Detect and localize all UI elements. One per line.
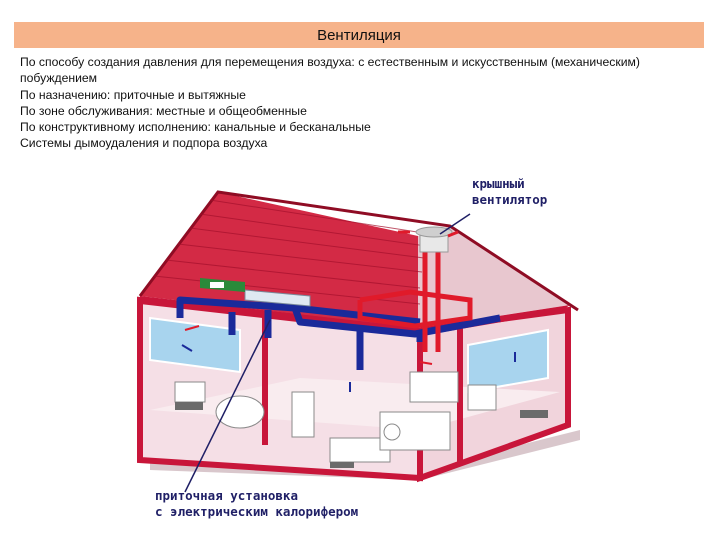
roof-fan-label-line: вентилятор: [472, 192, 548, 207]
roof-left: [140, 192, 418, 328]
title-bar: Вентиляция: [14, 22, 704, 48]
classification-list: По способу создания давления для перемещ…: [20, 54, 710, 152]
airflow-arrows: [181, 325, 516, 392]
page-title: Вентиляция: [317, 26, 401, 44]
furniture: [174, 371, 497, 463]
roof-fan: [398, 226, 459, 253]
supply-unit-label: приточная установка с электрическим кало…: [155, 488, 358, 520]
roof-right: [418, 226, 570, 328]
roof-fan-label: крышный вентилятор: [472, 176, 547, 208]
roof-fan-label-line: крышный: [472, 176, 525, 191]
exhaust-ducts: [357, 238, 473, 352]
list-item: По конструктивному исполнению: канальные…: [20, 120, 371, 135]
list-item: По зоне обслуживания: местные и общеобме…: [20, 103, 307, 118]
supply-unit-label-line: приточная установка: [155, 488, 298, 503]
supply-unit-label-line: с электрическим калорифером: [155, 504, 359, 519]
list-item: По назначению: приточные и вытяжные: [20, 87, 246, 102]
leader-line: [184, 319, 271, 493]
window: [467, 328, 549, 394]
supply-unit: [200, 278, 311, 307]
window: [149, 316, 241, 374]
radiators: [175, 402, 548, 468]
list-item: Системы дымоудаления и подпора воздуха: [20, 136, 268, 151]
house-ventilation-diagram: [137, 190, 580, 493]
list-item: По способу создания давления для перемещ…: [20, 55, 640, 86]
leader-line: [439, 213, 471, 235]
roof-tiles: [153, 199, 431, 305]
